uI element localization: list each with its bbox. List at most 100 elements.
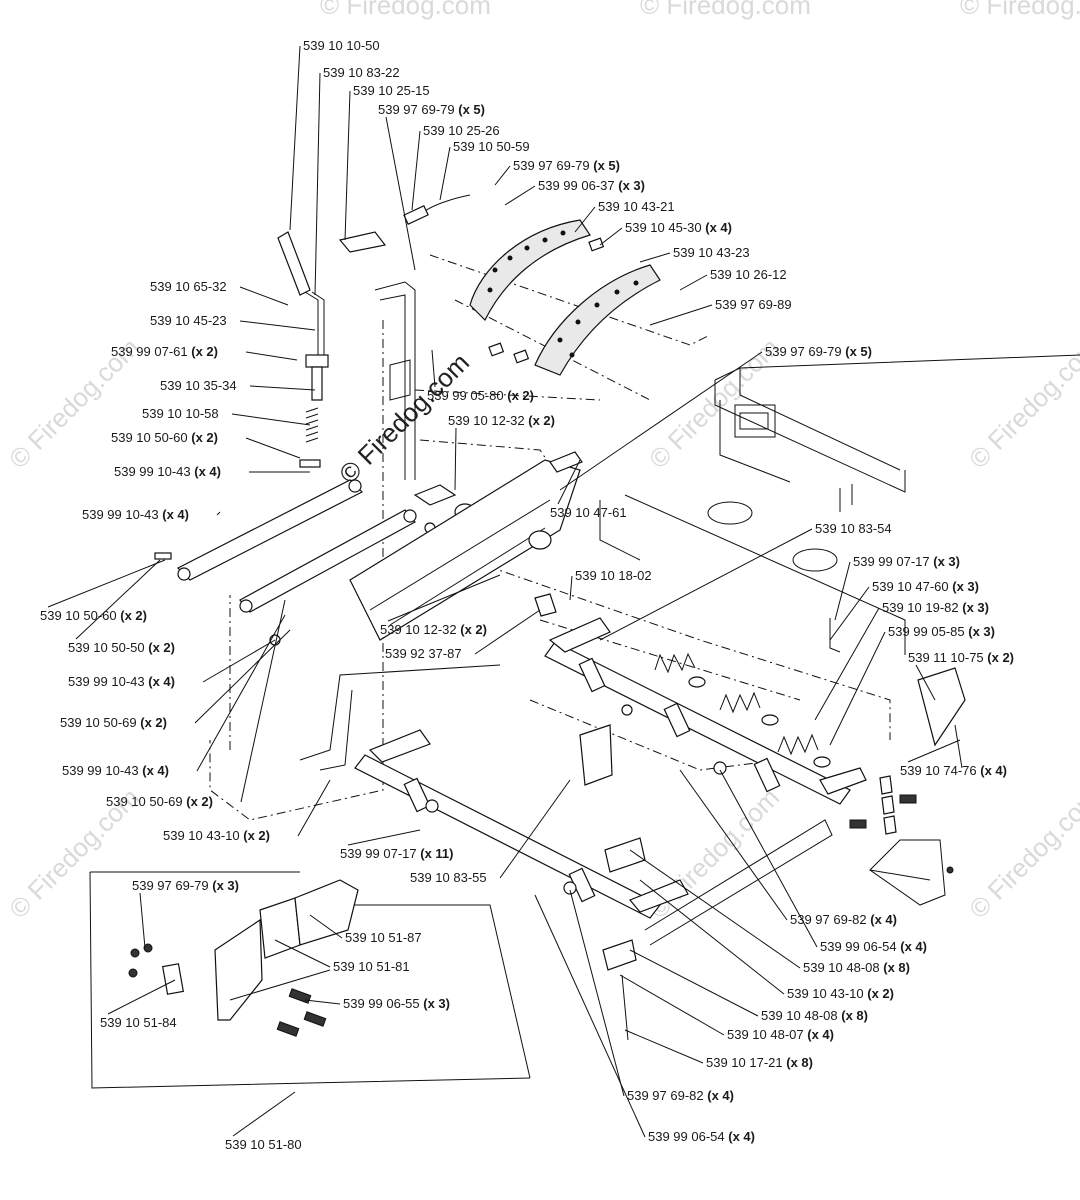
part-number: 539 10 47-60: [872, 579, 949, 594]
part-quantity: (x 2): [188, 344, 218, 359]
part-number: 539 10 25-26: [423, 123, 500, 138]
leader-line: [202, 639, 276, 683]
part-callout-c41: 539 10 50-69 (x 2): [106, 794, 213, 809]
chain-bracket: [849, 775, 954, 906]
part-number: 539 10 51-84: [100, 1015, 177, 1030]
part-number: 539 99 05-80: [427, 388, 504, 403]
leader-line: [239, 286, 289, 306]
part-number: 539 10 43-23: [673, 245, 750, 260]
part-number: 539 10 51-81: [333, 959, 410, 974]
leader-line: [297, 779, 331, 837]
part-quantity: (x 2): [984, 650, 1014, 665]
part-number: 539 10 48-08: [761, 1008, 838, 1023]
leader-line: [829, 586, 870, 641]
part-callout-c51: 539 99 06-54 (x 4): [820, 939, 927, 954]
part-callout-c47: 539 10 51-81: [333, 959, 410, 974]
part-callout-c22: 539 10 12-32 (x 2): [448, 413, 555, 428]
part-callout-c16: 539 99 07-61 (x 2): [111, 344, 218, 359]
part-callout-c18: 539 10 10-58: [142, 406, 219, 421]
part-number: 539 10 50-60: [111, 430, 188, 445]
leader-line: [814, 607, 880, 721]
leader-line: [474, 609, 541, 655]
part-quantity: (x 2): [145, 640, 175, 655]
part-quantity: (x 3): [615, 178, 645, 193]
leader-line: [494, 165, 511, 186]
part-number: 539 10 45-30: [625, 220, 702, 235]
part-number: 539 97 69-82: [790, 912, 867, 927]
part-quantity: (x 8): [880, 960, 910, 975]
part-quantity: (x 2): [188, 430, 218, 445]
part-callout-c56: 539 10 17-21 (x 8): [706, 1055, 813, 1070]
part-quantity: (x 4): [804, 1027, 834, 1042]
part-number: 539 10 83-54: [815, 521, 892, 536]
leader-line: [639, 879, 785, 995]
leader-line: [915, 664, 936, 701]
part-number: 539 97 69-79: [378, 102, 455, 117]
part-callout-c25: 539 10 83-54: [815, 521, 892, 536]
part-number: 539 10 17-21: [706, 1055, 783, 1070]
leader-line: [385, 116, 416, 271]
part-callout-c54: 539 10 48-08 (x 8): [761, 1008, 868, 1023]
leader-line: [574, 206, 596, 233]
leader-line: [216, 511, 221, 516]
leader-line: [387, 574, 501, 622]
part-number: 539 99 10-43: [62, 763, 139, 778]
part-number: 539 10 51-87: [345, 930, 422, 945]
leader-line: [344, 90, 351, 241]
part-callout-c08: 539 99 06-37 (x 3): [538, 178, 645, 193]
part-quantity: (x 3): [930, 554, 960, 569]
part-number: 539 10 12-32: [448, 413, 525, 428]
leader-line: [534, 894, 646, 1138]
part-number: 539 10 43-21: [598, 199, 675, 214]
part-number: 539 10 25-15: [353, 83, 430, 98]
part-callout-c11: 539 10 43-23: [673, 245, 750, 260]
part-quantity: (x 2): [457, 622, 487, 637]
part-callout-c15: 539 10 45-23: [150, 313, 227, 328]
watermark-text: © Firedog.com: [640, 0, 811, 20]
leader-line: [629, 849, 801, 969]
leader-line: [231, 413, 311, 426]
leader-line: [75, 559, 161, 640]
leader-line: [240, 599, 286, 803]
part-number: 539 10 50-69: [106, 794, 183, 809]
leader-line: [559, 351, 763, 491]
part-callout-c34: 539 10 12-32 (x 2): [380, 622, 487, 637]
part-quantity: (x 3): [949, 579, 979, 594]
part-number: 539 99 07-17: [853, 554, 930, 569]
part-quantity: (x 4): [897, 939, 927, 954]
part-number: 539 99 10-43: [114, 464, 191, 479]
part-quantity: (x 11): [417, 846, 454, 861]
link-arms: [154, 459, 436, 646]
leader-line: [249, 385, 316, 391]
leader-line: [649, 304, 713, 326]
part-number: 539 10 83-55: [410, 870, 487, 885]
part-callout-c24: 539 10 47-61: [550, 505, 627, 520]
part-number: 539 10 18-02: [575, 568, 652, 583]
leader-line: [304, 999, 341, 1005]
part-number: 539 99 05-85: [888, 624, 965, 639]
part-number: 539 97 69-89: [715, 297, 792, 312]
leader-line: [196, 614, 286, 772]
part-callout-c40: 539 10 74-76 (x 4): [900, 763, 1007, 778]
part-quantity: (x 8): [783, 1055, 813, 1070]
part-callout-c36: 539 10 50-50 (x 2): [68, 640, 175, 655]
part-callout-c02: 539 10 83-22: [323, 65, 400, 80]
part-number: 539 10 10-58: [142, 406, 219, 421]
leader-line: [139, 892, 146, 949]
part-callout-c57: 539 97 69-82 (x 4): [627, 1088, 734, 1103]
part-quantity: (x 2): [183, 794, 213, 809]
part-quantity: (x 2): [864, 986, 894, 1001]
part-number: 539 10 43-10: [787, 986, 864, 1001]
part-quantity: (x 5): [590, 158, 620, 173]
part-callout-c01: 539 10 10-50: [303, 38, 380, 53]
part-callout-c21: 539 99 05-80 (x 2): [427, 388, 534, 403]
leader-line: [679, 769, 788, 921]
leader-line: [624, 1029, 704, 1064]
part-quantity: (x 4): [139, 763, 169, 778]
leader-line: [245, 437, 301, 459]
part-quantity: (x 2): [240, 828, 270, 843]
part-number: 539 97 69-79: [513, 158, 590, 173]
leader-line: [619, 974, 725, 1036]
leader-line: [274, 939, 331, 968]
part-quantity: (x 3): [959, 600, 989, 615]
